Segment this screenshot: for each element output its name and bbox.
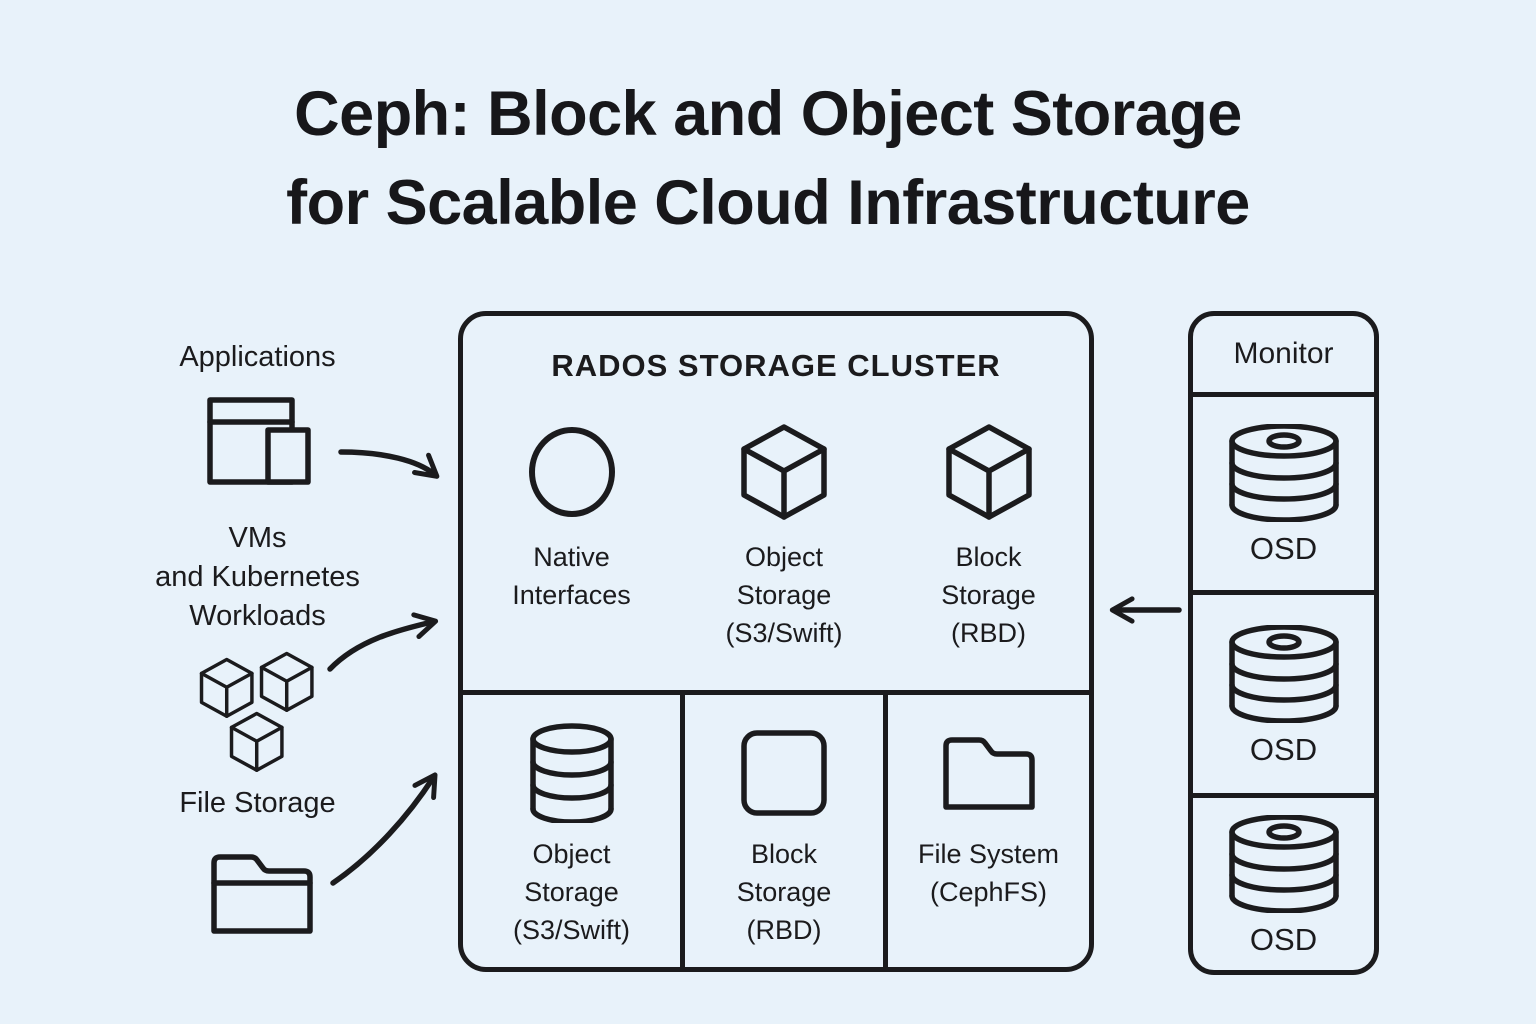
folder-icon [211,854,313,934]
file-system-label: File System (CephFS) [917,839,1060,907]
monitor-title: Monitor [1233,337,1334,370]
cube-icon [945,416,1033,528]
object-storage-top-label: Object Storage (S3/Swift) [725,542,843,648]
osd-label: OSD [1249,531,1318,566]
native-interfaces-cell: Native Interfaces [463,416,680,652]
osd-node-3: OSD [1193,793,1374,970]
rados-bottom-row: Object Storage (S3/Swift) Block Storage … [463,695,1089,967]
vms-kubernetes-label: VMs and Kubernetes Workloads [155,522,360,632]
block-storage-bottom-label: Block Storage (RBD) [736,839,832,945]
arrow-vms-to-cluster [327,612,439,672]
circle-icon [528,416,616,528]
native-interfaces-label: Native Interfaces [512,542,631,610]
monitor-header: Monitor [1193,316,1374,392]
osd-node-2: OSD [1193,590,1374,793]
disk-stack-icon [1228,625,1340,723]
osd-node-1: OSD [1193,392,1374,590]
osd-label: OSD [1249,731,1318,767]
object-storage-bottom-label: Object Storage (S3/Swift) [512,839,631,945]
horizontal-divider [463,690,1089,695]
arrow-applications-to-cluster [338,449,440,479]
object-storage-top-cell: Object Storage (S3/Swift) [680,416,888,652]
rados-storage-cluster-box: RADOS STORAGE CLUSTER Native Interfaces … [458,311,1094,972]
diagram-title: Ceph: Block and Object Storage for Scala… [286,79,1250,239]
osd-label: OSD [1249,921,1318,957]
disk-stack-icon [1228,424,1340,522]
rados-top-row: Native Interfaces Object Storage (S3/Swi… [463,416,1089,652]
monitor-osd-panel: Monitor OSD OSD OSD [1188,311,1379,975]
applications-label: Applications [179,341,336,373]
folder-icon [941,723,1037,823]
database-icon [529,723,615,823]
rados-cluster-title: RADOS STORAGE CLUSTER [551,348,1001,383]
disk-stack-icon [1228,815,1340,913]
rounded-square-icon [740,723,828,823]
arrow-filestorage-to-cluster [330,772,438,886]
block-storage-top-label: Block Storage (RBD) [941,542,1036,648]
block-storage-top-cell: Block Storage (RBD) [888,416,1089,652]
cubes-icon [199,651,314,772]
block-storage-bottom-cell: Block Storage (RBD) [680,695,888,967]
cube-icon [740,416,828,528]
file-storage-label: File Storage [179,787,336,819]
app-windows-icon [207,397,311,485]
file-system-cell: File System (CephFS) [888,695,1089,967]
object-storage-bottom-cell: Object Storage (S3/Swift) [463,695,680,967]
